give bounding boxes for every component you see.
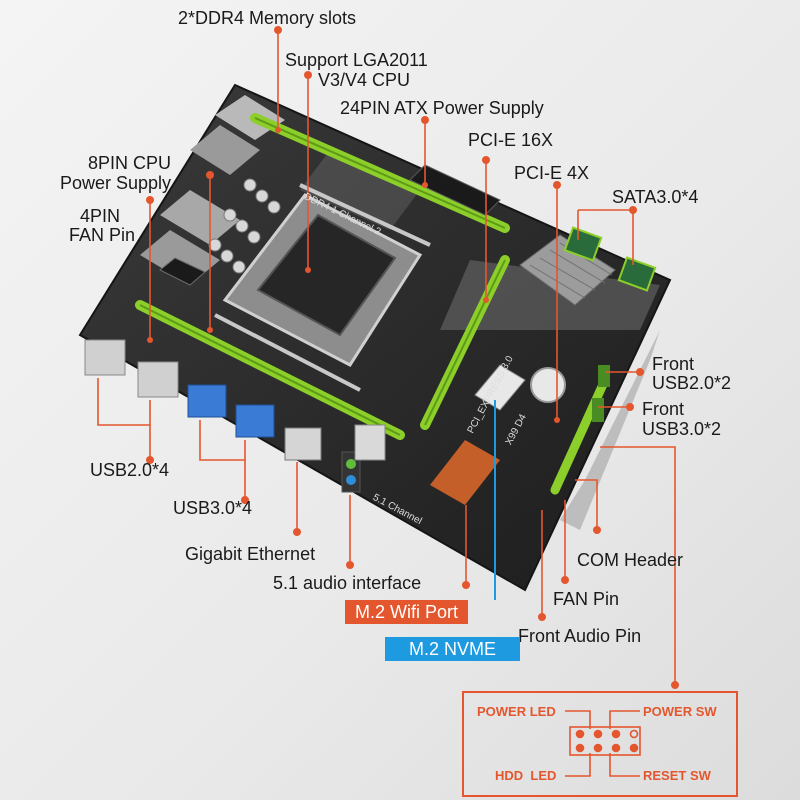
label-usb2: USB2.0*4 (90, 460, 170, 480)
panel-label-hdd-led: HDD LED (495, 768, 557, 783)
label-front-usb2-line2: USB2.0*2 (652, 373, 732, 393)
label-cpu-power-line2: Power Supply (59, 173, 171, 193)
label-pcie16: PCI-E 16X (468, 130, 554, 150)
callout-lines (97, 30, 676, 685)
label-fan4-line2: FAN Pin (68, 225, 135, 245)
callout-dots (146, 26, 679, 689)
label-lga-line2: V3/V4 CPU (318, 70, 411, 90)
tag-m2-wifi: M.2 Wifi Port (345, 600, 469, 624)
ethernet-port (284, 427, 322, 461)
m2-nvme-slot (474, 364, 526, 411)
front-usb2-header (598, 365, 610, 387)
sata-connector-a (563, 226, 603, 262)
label-sata: SATA3.0*4 (612, 187, 699, 207)
tag-m2-nvme: M.2 NVME (385, 637, 520, 661)
m2-wifi-slot (430, 440, 500, 505)
cmos-battery (530, 367, 566, 403)
cpu-socket (256, 213, 397, 337)
label-front-usb2-line1: Front (652, 354, 695, 374)
rear-usb3-stack-a (187, 384, 227, 418)
sata-connector-b (617, 256, 657, 292)
front-panel-box (462, 691, 738, 797)
label-pcie4: PCI-E 4X (514, 163, 590, 183)
label-front-usb3-line2: USB3.0*2 (642, 419, 722, 439)
label-fan-pin: FAN Pin (553, 589, 620, 609)
vrm-capacitors (208, 178, 281, 274)
label-ddr4-slots: 2*DDR4 Memory slots (178, 8, 357, 28)
cpu-8pin-connector (159, 257, 206, 286)
label-com: COM Header (577, 550, 684, 570)
label-atx-power: 24PIN ATX Power Supply (340, 98, 544, 118)
panel-label-reset-sw: RESET SW (643, 768, 711, 783)
front-usb3-header (592, 398, 604, 422)
label-lga-line1: Support LGA2011 (285, 50, 428, 70)
front-panel-header (565, 710, 641, 777)
label-cpu-power-line1: 8PIN CPU (87, 153, 171, 173)
panel-label-power-sw: POWER SW (643, 704, 717, 719)
label-fan4-line1: 4PIN (79, 206, 120, 226)
label-gigabit: Gigabit Ethernet (185, 544, 316, 564)
panel-label-power-led: POWER LED (477, 704, 556, 719)
rear-usb2-stack-a (84, 339, 126, 376)
label-audio51: 5.1 audio interface (273, 573, 422, 593)
rear-usb2-stack-b (137, 361, 179, 398)
rear-usb3-stack-b (235, 404, 275, 438)
label-usb3: USB3.0*4 (173, 498, 253, 518)
atx-24pin-connector (409, 164, 501, 216)
label-front-audio: Front Audio Pin (518, 626, 642, 646)
label-front-usb3-line1: Front (642, 399, 685, 419)
